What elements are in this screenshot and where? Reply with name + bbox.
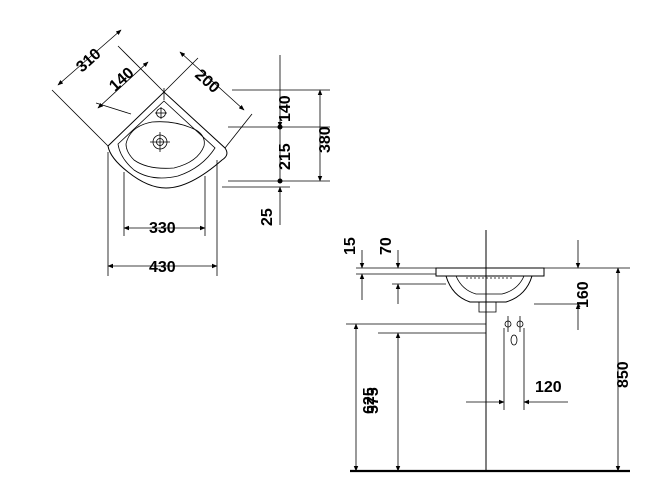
side-view: 15 70 160 850 625 575 120 xyxy=(342,230,632,473)
basin-rim xyxy=(117,100,216,179)
dim-215-label: 215 xyxy=(277,143,294,170)
basin-bowl xyxy=(125,121,205,169)
dim-310-label: 310 xyxy=(73,45,104,76)
supply-valves xyxy=(504,316,524,346)
dim-line-200 xyxy=(179,51,245,111)
top-view: 310 140 200 140 215 25 380 330 xyxy=(51,29,334,276)
dim-200-label: 200 xyxy=(191,66,222,97)
dim-575-label: 575 xyxy=(365,387,382,414)
dim-line-140-diag xyxy=(97,61,149,109)
dim-line-310 xyxy=(57,29,122,86)
dim-140-diag-label: 140 xyxy=(106,64,137,95)
dim-850-label: 850 xyxy=(615,361,632,388)
dim-625-label: 625 xyxy=(361,387,378,414)
dim-15-label: 15 xyxy=(342,237,359,255)
dim-120-label: 120 xyxy=(535,379,562,396)
dim-25-label: 25 xyxy=(259,208,276,226)
dim-140-right-label: 140 xyxy=(277,95,294,122)
dim-160-label: 160 xyxy=(575,281,592,308)
basin-side-rim xyxy=(435,267,545,277)
dim-430-label: 430 xyxy=(149,259,176,276)
dim-330-label: 330 xyxy=(149,220,176,237)
dim-380-label: 380 xyxy=(317,126,334,153)
basin-side-bowl xyxy=(445,275,533,303)
dim-70-label: 70 xyxy=(378,237,395,255)
basin-outline xyxy=(107,91,228,189)
